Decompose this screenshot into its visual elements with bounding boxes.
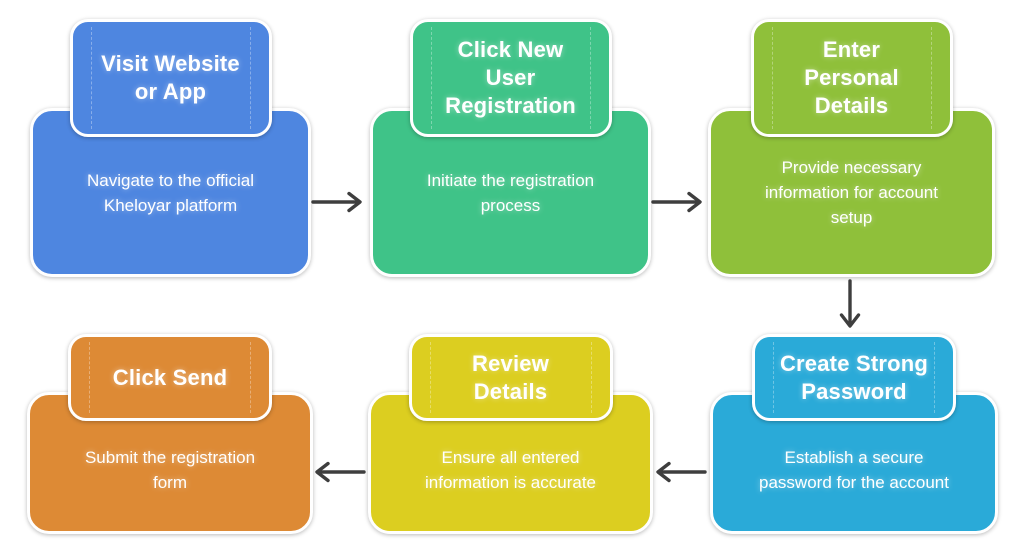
arrow-step4-to-step5-left-icon — [651, 458, 709, 486]
arrow-step3-to-step4-down-icon — [836, 277, 864, 333]
step-review-details: Review Details Ensure all entered inform… — [368, 0, 653, 534]
arrow-step5-to-step6-left-icon — [310, 458, 368, 486]
step2-title: Click New User Registration — [445, 37, 576, 118]
step4-description: Establish a secure password for the acco… — [759, 448, 949, 492]
step-click-new-user-registration: Click New User Registration Initiate the… — [370, 0, 651, 277]
step-enter-personal-details: Enter Personal Details Provide necessary… — [708, 0, 995, 277]
step1-description: Navigate to the official Kheloyar platfo… — [87, 170, 254, 215]
step4-title-tab: Create Strong Password — [752, 334, 956, 421]
step-visit-website-or-app: Visit Website or App Navigate to the off… — [30, 0, 311, 277]
step1-title-tab: Visit Website or App — [69, 19, 272, 137]
step5-title-tab: Review Details — [408, 334, 613, 421]
step6-title: Click Send — [112, 364, 228, 390]
arrow-step2-to-step3-right-icon — [649, 188, 707, 216]
step4-title: Create Strong Password — [779, 350, 929, 404]
step3-description: Provide necessary information for accoun… — [765, 158, 938, 227]
step-click-send: Click Send Submit the registration form — [27, 0, 313, 535]
step2-description: Initiate the registration process — [426, 170, 595, 215]
step3-title-tab: Enter Personal Details — [750, 19, 953, 137]
step5-description: Ensure all entered information is accura… — [424, 448, 597, 492]
step2-title-tab: Click New User Registration — [409, 19, 612, 137]
step5-title: Review Details — [471, 350, 550, 404]
step3-title: Enter Personal Details — [804, 37, 899, 118]
step6-description: Submit the registration form — [84, 448, 256, 492]
arrow-step1-to-step2-right-icon — [309, 188, 367, 216]
step-create-strong-password: Create Strong Password Establish a secur… — [710, 0, 998, 534]
step1-title: Visit Website or App — [101, 51, 240, 104]
step6-title-tab: Click Send — [68, 334, 272, 421]
